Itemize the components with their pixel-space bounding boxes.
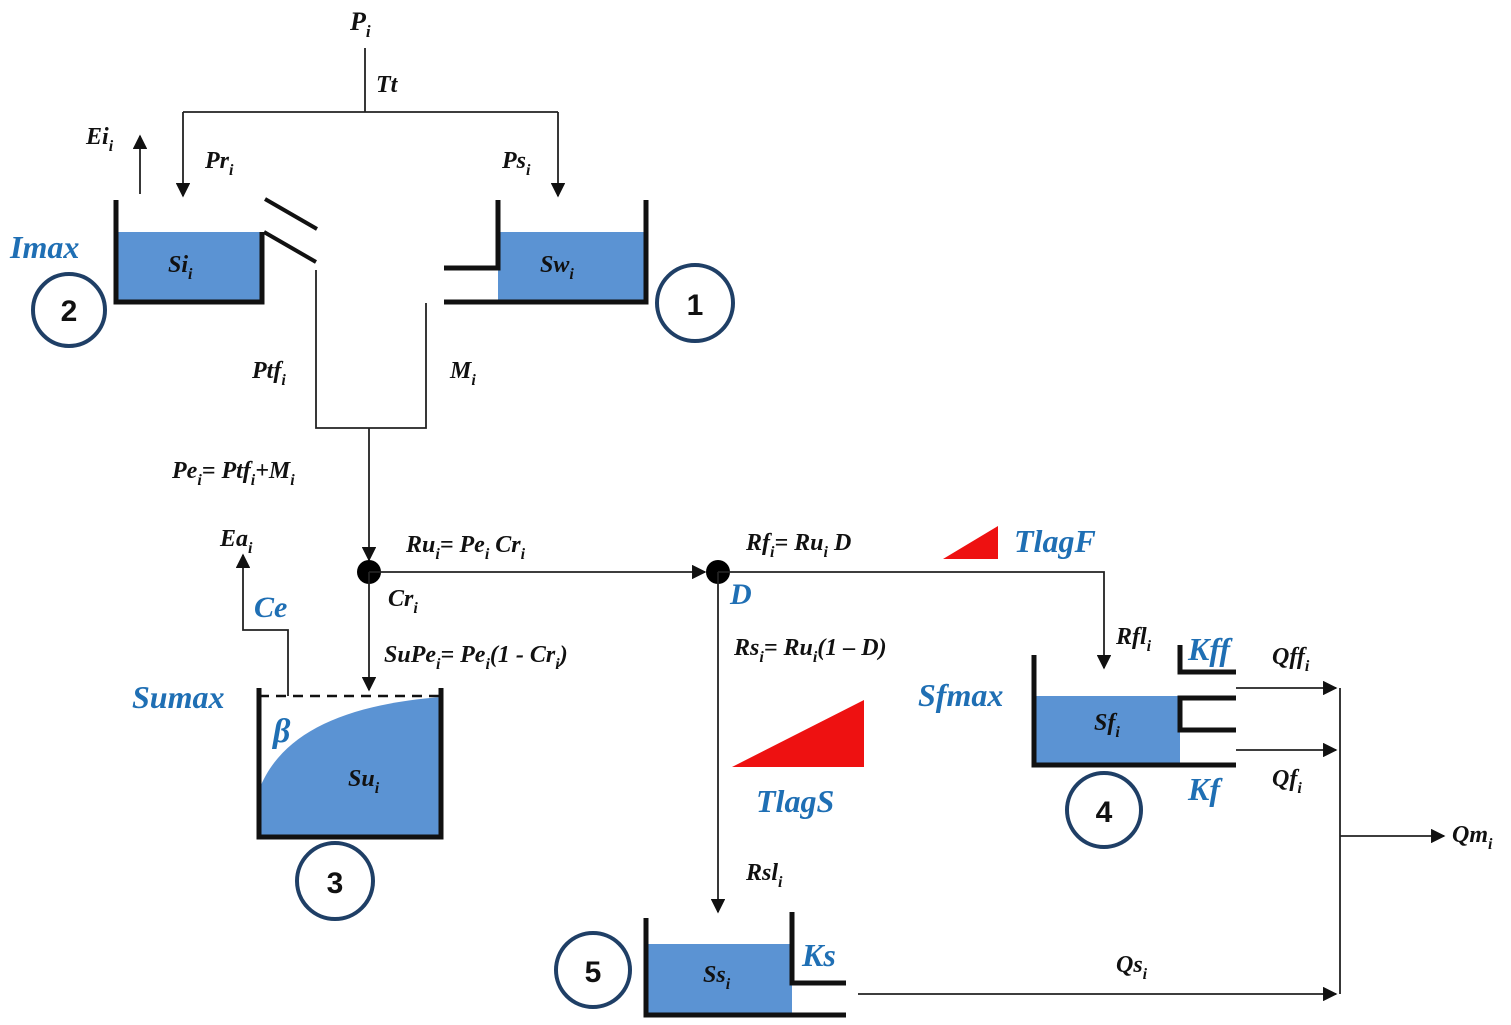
reservoir-number-5: 5	[554, 931, 632, 1009]
badge-circle	[655, 263, 735, 343]
badge-number: 2	[61, 295, 78, 328]
slow-lagged-label: Rsli	[745, 860, 783, 891]
reservoir-number-2: 2	[31, 272, 107, 348]
throughfall-melt-merge	[315, 270, 427, 562]
reservoir-number-4: 4	[1065, 771, 1143, 849]
reservoir-number-3: 3	[295, 841, 375, 921]
badge-circle	[31, 272, 107, 348]
total-outflow-label: Qmi	[1452, 822, 1493, 853]
fast-outflow-label: Qfi	[1272, 766, 1302, 797]
beta-param: β	[271, 713, 291, 750]
sfmax-param: Sfmax	[918, 677, 1003, 713]
divider-param: D	[729, 578, 752, 611]
badge-number: 5	[585, 956, 602, 989]
badge-number: 1	[687, 289, 704, 322]
badge-circle	[554, 931, 632, 1009]
fast-lag-triangle-icon	[943, 526, 998, 559]
badge-circle	[1065, 771, 1143, 849]
interception-evap-label: Eii	[85, 124, 114, 155]
precip-label: Pi	[349, 7, 371, 41]
kff-param: Kff	[1187, 631, 1233, 667]
overflow-spout-lower	[263, 230, 317, 264]
slow-storage-label: Ssi	[703, 962, 731, 993]
reservoir-number-1: 1	[655, 263, 735, 343]
fast-runoff-path	[718, 571, 1112, 670]
overflow-spout-upper	[264, 197, 318, 231]
melt-label: Mi	[449, 358, 476, 389]
slow-runoff-equation: Rsi= Rui(1 – D)	[733, 635, 887, 666]
kf-param: Kf	[1187, 771, 1223, 807]
reservoir-interception	[113, 197, 318, 305]
precip-split	[132, 48, 566, 198]
merge-box	[315, 270, 427, 429]
runoff-coef-label: Cri	[388, 586, 418, 617]
fast-upper-outflow-label: Qffi	[1272, 644, 1310, 675]
reservoir-fast	[1031, 645, 1236, 768]
soil-moisture-curve	[259, 697, 441, 835]
fast-lag-param: TlagF	[1014, 523, 1096, 559]
snow-label: Psi	[501, 148, 531, 179]
actual-evap-arrow	[235, 553, 289, 696]
sumax-param: Sumax	[132, 679, 224, 715]
soil-input-equation: SuPei= Pei(1 - Cri)	[384, 642, 568, 673]
ce-param: Ce	[254, 591, 287, 624]
effective-precip-equation: Pei= Ptfi+Mi	[171, 458, 295, 489]
reservoir-snow	[444, 200, 649, 305]
badge-number: 3	[327, 867, 344, 900]
soil-tank-walls	[256, 688, 444, 840]
throughfall-label: Ptfi	[251, 358, 286, 389]
slow-outflow-label: Qsi	[1116, 952, 1148, 983]
fast-overflow-outlet	[1177, 645, 1236, 675]
imax-param: Imax	[9, 229, 79, 265]
interception-tank-walls	[113, 200, 265, 305]
fast-storage-label: Sfi	[1094, 710, 1120, 741]
fast-lagged-label: Rfli	[1115, 624, 1152, 655]
interception-storage-label: Sii	[168, 252, 193, 283]
fast-outlet-upper	[1177, 695, 1236, 733]
slow-water	[646, 944, 792, 1014]
slow-outlet	[789, 912, 846, 986]
rain-label: Pri	[204, 148, 234, 179]
runoff-equation: Rui= Pei Cri	[405, 532, 526, 563]
badge-circle	[295, 841, 375, 921]
actual-evap-label: Eai	[219, 526, 253, 557]
reservoir-soil	[235, 553, 444, 840]
slow-tank-walls	[643, 918, 846, 1018]
soil-storage-label: Sui	[348, 766, 380, 797]
snow-water	[498, 232, 646, 302]
threshold-label: Tt	[376, 72, 399, 98]
fast-runoff-equation: Rfi= Rui D	[745, 530, 851, 561]
snow-tank-bottom-right	[444, 200, 649, 305]
slow-lag-param: TlagS	[756, 783, 834, 819]
reservoir-slow	[643, 912, 846, 1018]
fast-tank-walls	[1031, 655, 1236, 768]
ks-param: Ks	[801, 937, 836, 973]
fast-water	[1034, 696, 1180, 764]
badge-number: 4	[1096, 796, 1113, 829]
snow-storage-label: Swi	[540, 252, 574, 283]
snow-tank-left-wall	[444, 200, 501, 271]
interception-water	[116, 232, 262, 302]
slow-lag-triangle-icon	[732, 700, 864, 767]
